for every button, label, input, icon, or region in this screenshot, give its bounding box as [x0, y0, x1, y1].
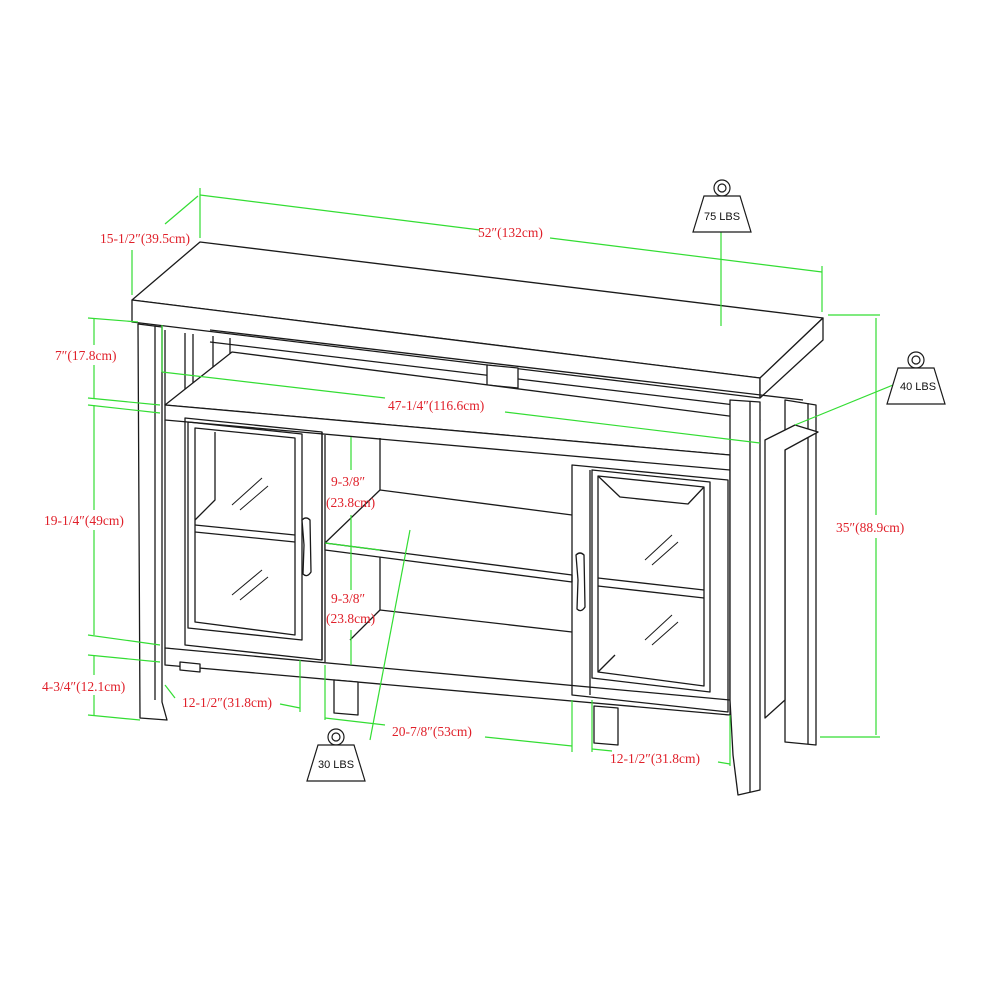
depth-label: 15-1/2″(39.5cm)	[100, 231, 190, 246]
left-door-handle	[301, 517, 312, 577]
center-opening-width-label: 20-7/8″(53cm)	[392, 724, 472, 739]
cabinet-height-label: 19-1/4″(49cm)	[44, 513, 124, 528]
weight-icon-30lbs: 30 LBS	[306, 728, 366, 782]
tv-stand-drawing	[131, 241, 824, 796]
leg-height-label: 4-3/4″(12.1cm)	[42, 679, 125, 694]
lower-opening-label: 9-3/8″	[331, 591, 365, 606]
left-door-width-label: 12-1/2″(31.8cm)	[182, 695, 272, 710]
right-front-leg	[729, 399, 761, 796]
weight-40-label: 40 LBS	[900, 381, 936, 393]
width-label: 52″(132cm)	[478, 225, 543, 240]
weight-30-label: 30 LBS	[318, 759, 354, 771]
inner-width-label: 47-1/4″(116.6cm)	[388, 398, 484, 413]
top-shelf-height-label: 7″(17.8cm)	[55, 348, 116, 363]
right-door-width-label: 12-1/2″(31.8cm)	[610, 751, 700, 766]
upper-opening-cm-label: (23.8cm)	[326, 495, 375, 510]
weight-icon-75lbs: 75 LBS	[692, 179, 752, 233]
upper-opening-label: 9-3/8″	[331, 474, 365, 489]
weight-icon-40lbs: 40 LBS	[886, 351, 946, 405]
dimension-labels: 15-1/2″(39.5cm) 52″(132cm) 7″(17.8cm) 47…	[42, 225, 904, 766]
overall-height-label: 35″(88.9cm)	[836, 520, 904, 535]
right-glass-door	[571, 464, 729, 713]
center-open-shelves	[324, 435, 573, 662]
dimension-lines	[87, 188, 894, 766]
left-glass-door	[184, 417, 323, 661]
left-front-leg	[137, 323, 168, 721]
right-door-handle	[575, 552, 586, 612]
weight-75-label: 75 LBS	[704, 211, 740, 223]
lower-opening-cm-label: (23.8cm)	[326, 611, 375, 626]
